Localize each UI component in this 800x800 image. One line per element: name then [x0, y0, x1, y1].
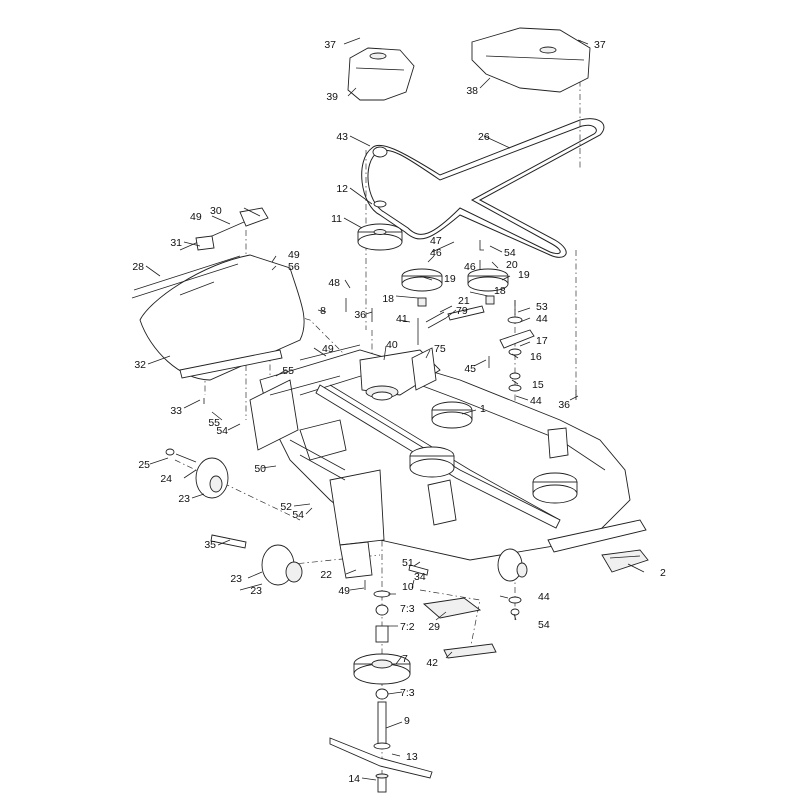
callout-54c: 54 — [292, 509, 304, 521]
callout-13: 13 — [406, 751, 418, 763]
callout-24: 24 — [160, 473, 172, 485]
callout-32: 32 — [134, 359, 146, 371]
callout-25: 25 — [138, 459, 150, 471]
callout-44b: 44 — [530, 395, 542, 407]
callout-labels: 37 37 39 38 43 26 12 11 30 49 31 49 56 2… — [132, 39, 666, 785]
drive-belt — [361, 118, 605, 258]
callout-75: 75 — [434, 343, 446, 355]
leader-lines — [145, 37, 645, 781]
callout-7: 7 — [402, 653, 408, 665]
callout-31: 31 — [170, 237, 182, 249]
callout-37b: 37 — [594, 39, 606, 51]
callout-29: 29 — [428, 621, 440, 633]
discharge-deflector — [131, 207, 305, 404]
lower-spindle-stack — [329, 580, 433, 793]
callout-49c: 49 — [322, 343, 334, 355]
callout-7-3a: 7:3 — [400, 603, 415, 615]
callout-18b: 18 — [494, 285, 506, 297]
callout-35: 35 — [204, 539, 216, 551]
callout-54a: 54 — [504, 247, 516, 259]
callout-17: 17 — [536, 335, 548, 347]
callout-7-2: 7:2 — [400, 621, 415, 633]
callout-56: 56 — [288, 261, 300, 273]
callout-49a: 49 — [190, 211, 202, 223]
callout-14: 14 — [348, 773, 360, 785]
deck-shell — [249, 344, 647, 579]
callout-9: 9 — [404, 715, 410, 727]
callout-55b: 55 — [208, 417, 220, 429]
callout-49d: 49 — [338, 585, 350, 597]
decals-and-plates — [422, 549, 649, 659]
callout-16: 16 — [530, 351, 542, 363]
callout-53: 53 — [536, 301, 548, 313]
upper-pulley-parts — [345, 146, 577, 400]
callout-11: 11 — [331, 213, 342, 225]
callout-41: 41 — [396, 313, 408, 325]
callout-21: 21 — [458, 295, 470, 307]
callout-40: 40 — [386, 339, 398, 351]
callout-54d: 54 — [538, 619, 550, 631]
callout-20: 20 — [506, 259, 518, 271]
callout-10: 10 — [402, 581, 414, 593]
callout-1: 1 — [480, 403, 486, 415]
callout-50: 50 — [254, 463, 266, 475]
callout-23a: 23 — [178, 493, 190, 505]
callout-26: 26 — [478, 131, 490, 143]
callout-51: 51 — [402, 557, 414, 569]
callout-49b: 49 — [288, 249, 300, 261]
callout-33: 33 — [170, 405, 182, 417]
callout-79: 79 — [456, 305, 468, 317]
callout-34: 34 — [414, 571, 426, 583]
callout-54b: 54 — [216, 425, 228, 437]
callout-46a: 46 — [430, 247, 442, 259]
callout-2: 2 — [660, 567, 666, 579]
callout-22: 22 — [320, 569, 332, 581]
callout-55a: 55 — [282, 365, 294, 377]
callout-36b: 36 — [558, 399, 570, 411]
callout-28: 28 — [132, 261, 144, 273]
callout-46b: 46 — [464, 261, 476, 273]
callout-8: 8 — [320, 305, 326, 317]
callout-30: 30 — [210, 205, 222, 217]
anti-scalp-rollers — [165, 448, 528, 586]
callout-36a: 36 — [354, 309, 366, 321]
callout-23b: 23 — [230, 573, 242, 585]
callout-39: 39 — [326, 91, 338, 103]
callout-7-3b: 7:3 — [400, 687, 415, 699]
callout-45: 45 — [464, 363, 476, 375]
callout-37a: 37 — [324, 39, 336, 51]
callout-15: 15 — [532, 379, 544, 391]
callout-38: 38 — [466, 85, 478, 97]
callout-42: 42 — [426, 657, 438, 669]
callout-47: 47 — [430, 235, 442, 247]
right-belt-cover — [471, 27, 591, 93]
callout-52: 52 — [280, 501, 292, 513]
callout-44a: 44 — [536, 313, 548, 325]
callout-23c: 23 — [250, 585, 262, 597]
callout-12: 12 — [336, 183, 348, 195]
callout-18a: 18 — [382, 293, 394, 305]
callout-44c: 44 — [538, 591, 550, 603]
callout-19b: 19 — [518, 269, 530, 281]
left-belt-cover — [347, 47, 415, 101]
callout-48: 48 — [328, 277, 340, 289]
callout-19a: 19 — [444, 273, 456, 285]
callout-43: 43 — [336, 131, 348, 143]
